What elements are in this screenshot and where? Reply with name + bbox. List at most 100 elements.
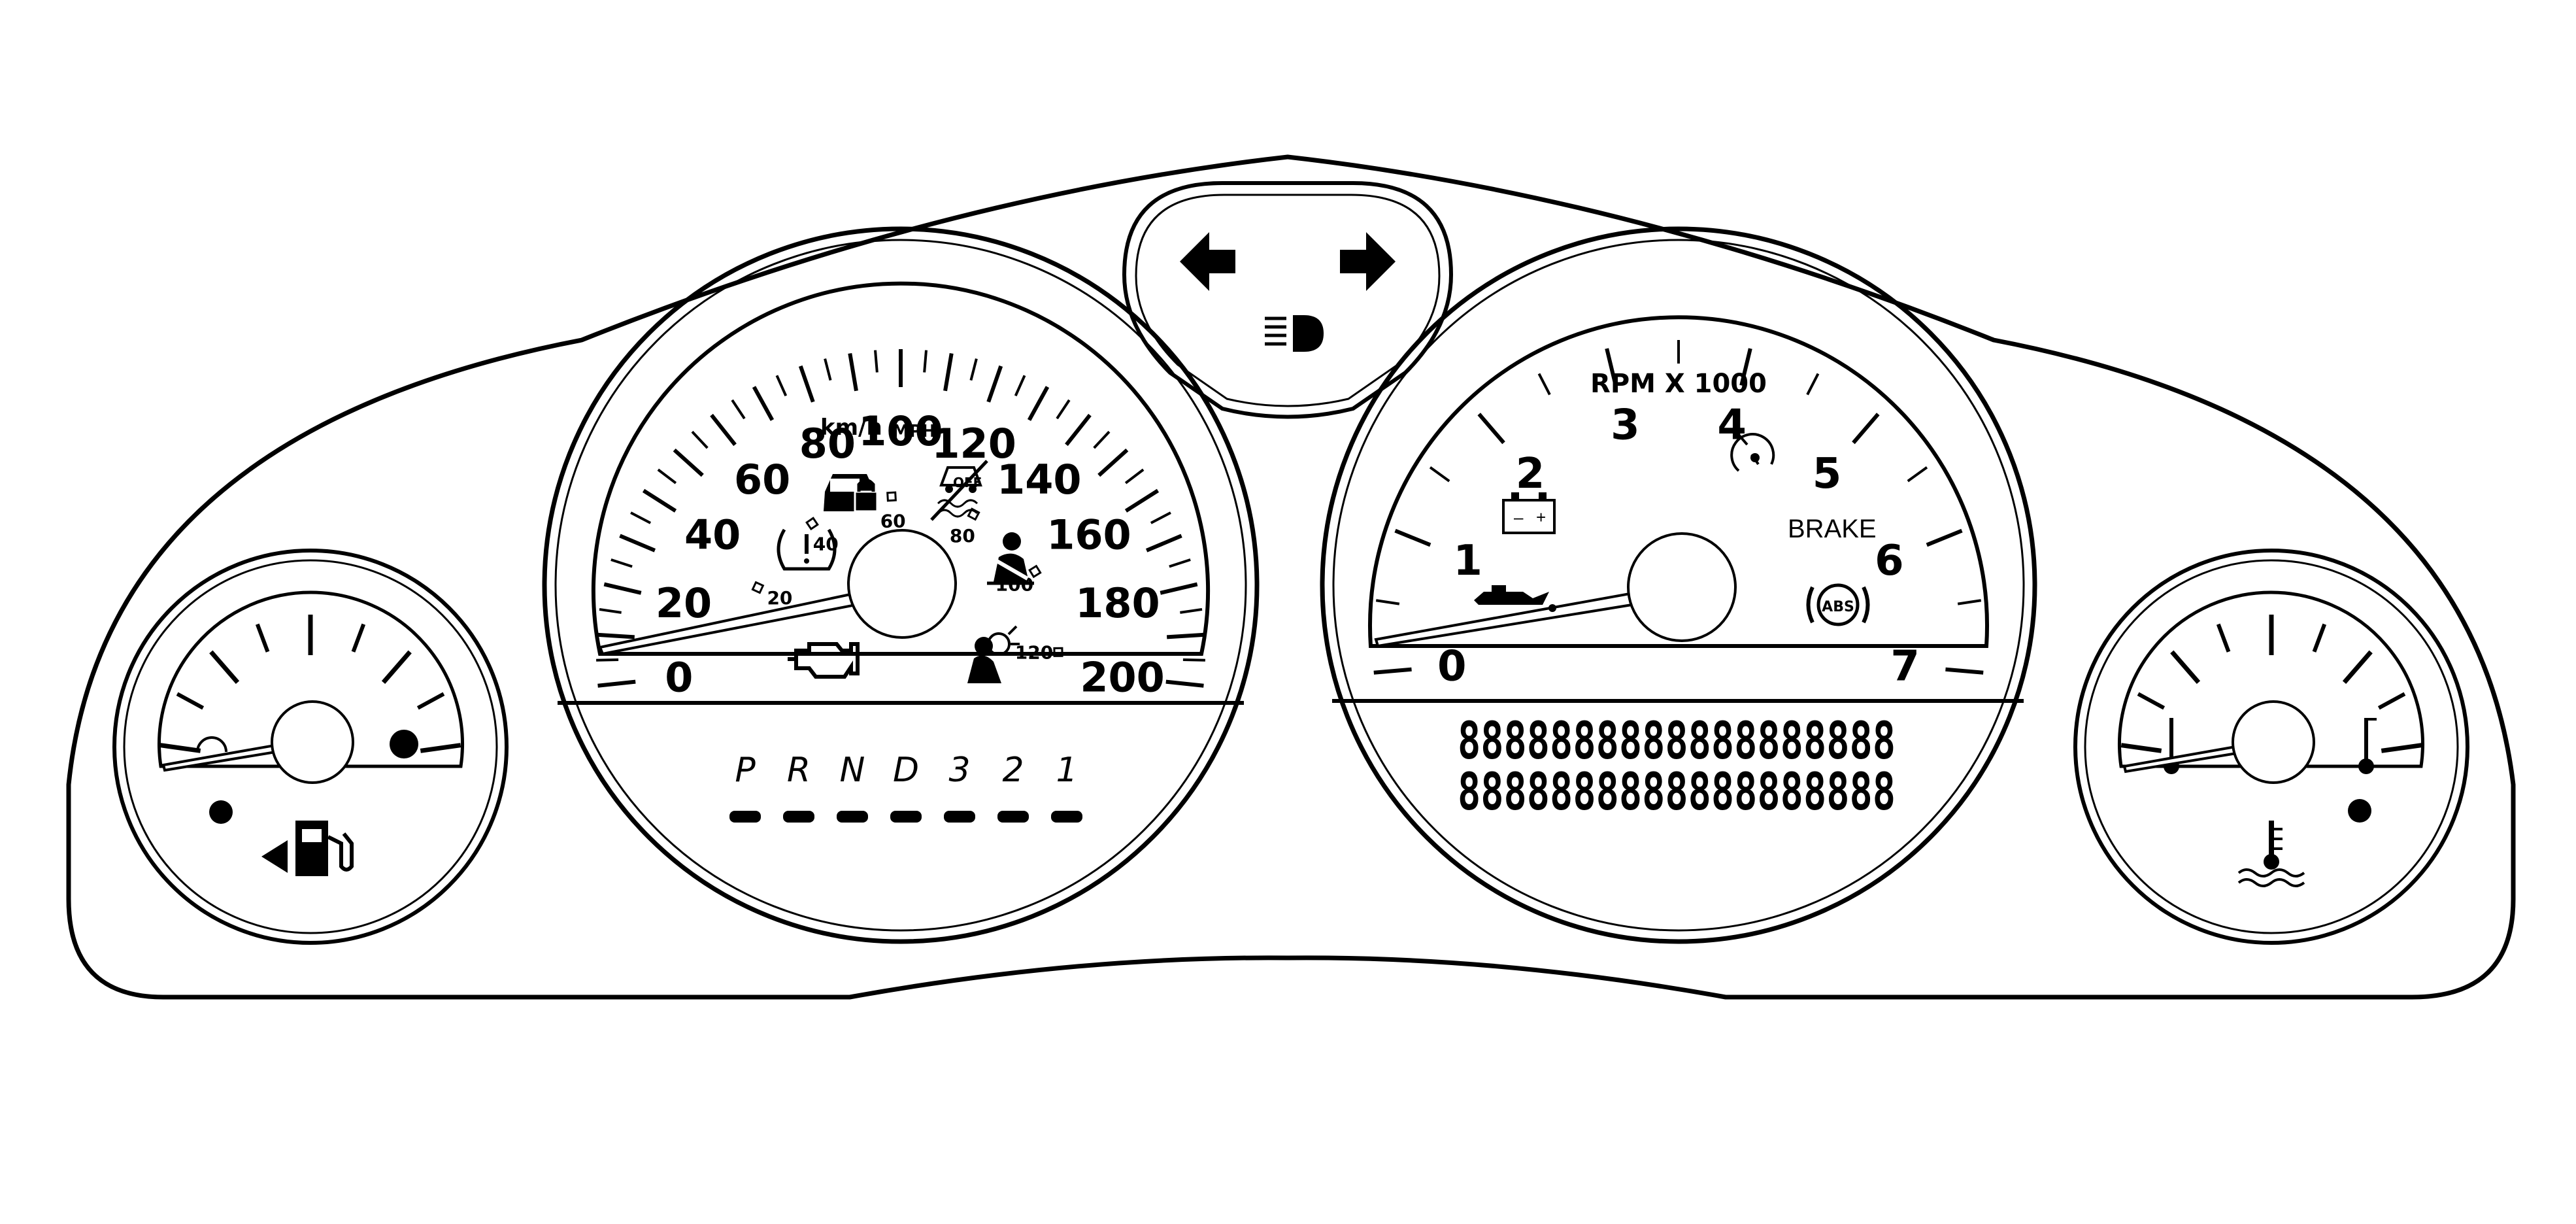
speedometer-major-tick xyxy=(943,353,954,392)
mph-label: 120 xyxy=(1015,642,1053,664)
airbag-icon xyxy=(967,625,1020,683)
temperature-gauge-minor-tick xyxy=(2377,692,2406,710)
mph-tick xyxy=(1028,564,1042,579)
prndl-gear-label: 3 xyxy=(948,751,970,790)
speedometer-label: 80 xyxy=(799,420,856,468)
fuel-warning-dot xyxy=(209,800,233,824)
speedometer-minor-tick xyxy=(1056,399,1071,420)
prndl-gear-indicator xyxy=(944,811,975,823)
fuel-full-marker xyxy=(390,730,418,758)
fuel-door-arrow-icon xyxy=(261,840,288,873)
turn-left-arrow-icon xyxy=(1180,232,1235,291)
speedometer-major-tick xyxy=(1027,386,1050,421)
prndl-gear-indicator xyxy=(729,811,761,823)
speedometer-label: 20 xyxy=(656,579,712,627)
speedometer-major-tick xyxy=(642,488,677,513)
security-icon xyxy=(824,474,878,513)
high-beam-icon xyxy=(1265,315,1324,352)
brake-label: BRAKE xyxy=(1788,515,1877,543)
indicator-pod-inner xyxy=(1135,194,1441,407)
tachometer-major-tick xyxy=(1852,413,1880,445)
fuel-pump-icon xyxy=(295,821,354,876)
speedometer-minor-tick xyxy=(874,350,878,373)
turn-right-arrow-icon xyxy=(1340,232,1396,291)
oil-pressure-icon xyxy=(1474,585,1556,612)
speedometer-label: 60 xyxy=(734,456,790,503)
speedometer-minor-tick xyxy=(731,399,746,420)
tachometer-label: 1 xyxy=(1453,537,1482,585)
speedometer-minor-tick xyxy=(1180,607,1203,614)
speedometer-minor-tick xyxy=(630,511,652,524)
message-line-2: 8888888888888888888 xyxy=(1458,763,1896,822)
coolant-temperature-gauge xyxy=(2073,549,2469,945)
traction-off-icon: OFF xyxy=(930,460,988,521)
speedometer-major-tick xyxy=(986,365,1003,403)
speedometer-major-tick xyxy=(1124,488,1160,513)
tachometer-minor-tick xyxy=(1907,466,1928,483)
speedometer-minor-tick xyxy=(969,358,978,381)
tachometer-label: 0 xyxy=(1437,642,1467,690)
speedometer-minor-tick xyxy=(1093,430,1111,449)
speedometer-major-tick xyxy=(710,413,737,447)
message-center-display: 8888888888888888888 8888888888888888888 xyxy=(1458,712,1896,822)
prndl-gear-label: R xyxy=(787,751,811,790)
fuel-gauge-minor-tick xyxy=(351,623,366,653)
speedometer-minor-tick xyxy=(611,558,633,568)
kmh-unit-label: km/h xyxy=(820,415,882,441)
speedometer-major-tick xyxy=(1145,534,1182,552)
svg-text:–: – xyxy=(1514,507,1524,527)
temperature-gauge-major-tick xyxy=(2381,743,2422,753)
speedometer-label: 40 xyxy=(684,511,741,558)
temperature-gauge-minor-tick xyxy=(2312,623,2327,653)
speedometer-hub xyxy=(847,529,957,639)
fuel-gauge-major-tick xyxy=(381,650,412,684)
speedometer-minor-tick xyxy=(657,468,677,484)
speedometer-major-tick xyxy=(1065,413,1092,447)
speedometer-major-tick xyxy=(1097,448,1129,477)
speedometer-major-tick xyxy=(1167,632,1205,639)
tachometer-major-tick xyxy=(1394,528,1431,547)
speedometer-major-tick xyxy=(848,353,858,392)
seatbelt-icon xyxy=(987,532,1034,585)
tachometer-major-tick xyxy=(1477,413,1505,445)
cruise-icon xyxy=(1730,433,1775,472)
tachometer-hub xyxy=(1627,532,1737,642)
mph-label: 60 xyxy=(880,510,906,532)
speedometer-label: 100 xyxy=(858,407,943,455)
speedometer-major-tick xyxy=(1160,582,1198,595)
mph-tick xyxy=(805,517,819,531)
speedometer-minor-tick xyxy=(691,430,709,449)
temperature-gauge-major-tick xyxy=(2170,650,2201,684)
fuel-gauge-ticks xyxy=(159,615,461,753)
check-engine-icon xyxy=(788,642,860,679)
speedometer-minor-tick xyxy=(824,358,832,381)
speedometer-minor-tick xyxy=(923,350,928,373)
speedometer-major-tick xyxy=(596,632,635,639)
tachometer-major-tick xyxy=(1926,528,1963,547)
temperature-gauge-major-tick xyxy=(2120,743,2162,753)
speedometer-minor-tick xyxy=(775,375,788,397)
speedometer-major-tick xyxy=(798,365,815,403)
prndl-gear-label: D xyxy=(893,751,919,790)
mph-unit-label: MPH xyxy=(892,422,936,441)
tachometer-major-tick xyxy=(1373,667,1412,675)
temperature-gauge-hub xyxy=(2232,700,2315,784)
speedometer-minor-tick xyxy=(1169,558,1191,568)
tachometer-label: 6 xyxy=(1875,537,1904,585)
prndl-gear-label: N xyxy=(840,751,865,790)
fuel-gauge-hub xyxy=(271,700,354,784)
prndl-gear-label: P xyxy=(735,751,756,790)
tachometer-minor-tick xyxy=(1806,373,1820,396)
fuel-gauge-major-tick xyxy=(159,743,201,753)
tachometer-minor-tick xyxy=(1537,373,1551,396)
speedometer-label: 120 xyxy=(931,420,1016,468)
tachometer-major-tick xyxy=(1739,348,1752,386)
coolant-temperature-icon xyxy=(2237,821,2305,887)
tachometer-label: 2 xyxy=(1516,450,1545,498)
temperature-gauge-ticks xyxy=(2120,615,2422,753)
temperature-gauge-minor-tick xyxy=(2137,692,2166,710)
speedometer-major-tick xyxy=(597,679,636,688)
speedometer-label: 0 xyxy=(665,654,693,702)
speedometer-major-tick xyxy=(752,386,775,421)
